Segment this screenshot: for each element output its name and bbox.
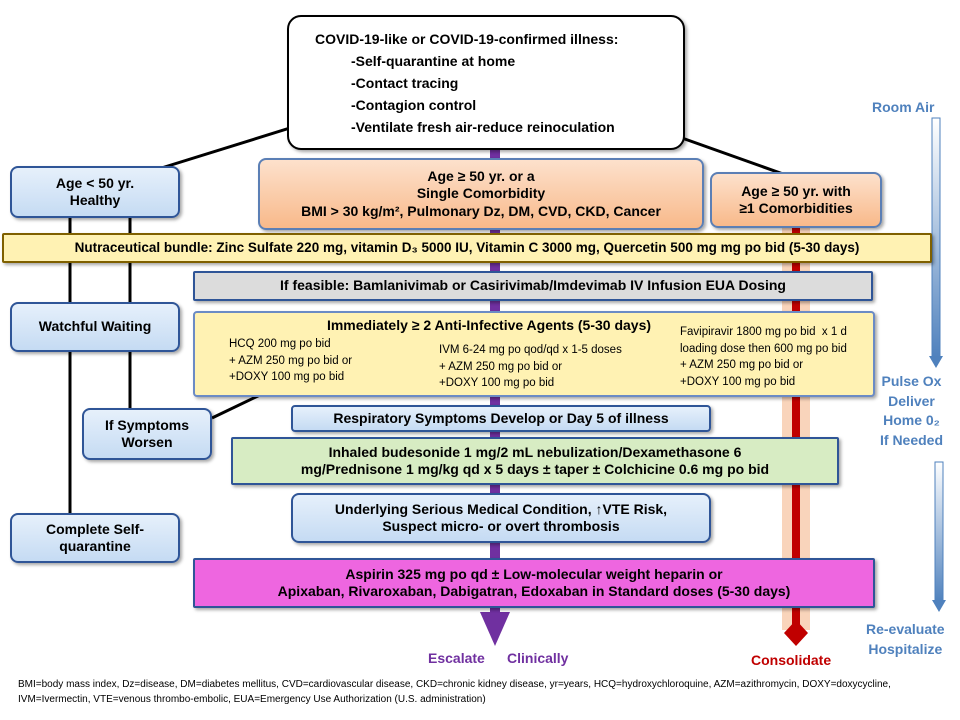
complete-self-quarantine-label: Complete Self- quarantine — [45, 520, 144, 555]
consolidate-label: Consolidate — [751, 652, 832, 668]
inhaled-steroid-label: Inhaled budesonide 1 mg/2 mL nebulizatio… — [300, 443, 770, 478]
anti-infective-box: Immediately ≥ 2 Anti-Infective Agents (5… — [193, 311, 875, 397]
reevaluate-label: Re-evaluate Hospitalize — [866, 621, 945, 657]
consolidate-arrow-head — [784, 620, 808, 646]
age-50-single-line1: Age ≥ 50 yr. or a — [427, 167, 535, 184]
nutraceutical-bundle-box: Nutraceutical bundle: Zinc Sulfate 220 m… — [2, 233, 932, 263]
room-air-arrow-head — [929, 356, 943, 368]
pulse-ox-label: Pulse Ox Deliver Home 0₂ If Needed — [880, 373, 944, 448]
initial-illness-item: -Contagion control — [351, 96, 477, 113]
age-50-single-line3: BMI > 30 kg/m², Pulmonary Dz, DM, CVD, C… — [301, 202, 661, 219]
escalate-arrow-head — [480, 612, 510, 646]
watchful-waiting-label: Watchful Waiting — [38, 318, 152, 335]
if-symptoms-worsen-label: If Symptoms Worsen — [104, 416, 189, 451]
favipiravir-regimen: Favipiravir 1800 mg po bid x 1 d loading… — [680, 326, 847, 389]
anticoagulation-box: Aspirin 325 mg po qd ± Low-molecular wei… — [193, 558, 875, 608]
initial-illness-heading: COVID-19-like or COVID-19-confirmed illn… — [315, 30, 619, 47]
initial-illness-item: -Contact tracing — [351, 74, 459, 91]
age-50-multi-comorbidity-box: Age ≥ 50 yr. with ≥1 Comorbidities — [710, 172, 882, 228]
abbreviation-footnote: BMI=body mass index, Dz=disease, DM=diab… — [18, 679, 891, 705]
age-under-50-box: Age < 50 yr. Healthy — [10, 166, 180, 218]
room-air-arrow-shaft — [931, 117, 941, 359]
if-symptoms-worsen-box: If Symptoms Worsen — [82, 408, 212, 460]
pulse-ox-arrow-head — [932, 600, 946, 612]
pulse-ox-arrow-shaft — [934, 461, 944, 603]
anti-infective-heading: Immediately ≥ 2 Anti-Infective Agents (5… — [326, 317, 652, 333]
age-50-multi-label: Age ≥ 50 yr. with ≥1 Comorbidities — [739, 182, 853, 217]
respiratory-symptoms-label: Respiratory Symptoms Develop or Day 5 of… — [333, 409, 669, 426]
respiratory-symptoms-box: Respiratory Symptoms Develop or Day 5 of… — [291, 405, 711, 432]
age-50-single-line2: Single Comorbidity — [416, 185, 546, 202]
underlying-condition-label: Underlying Serious Medical Condition, ↑V… — [334, 500, 668, 535]
underlying-condition-box: Underlying Serious Medical Condition, ↑V… — [291, 493, 711, 543]
escalate-label: Escalate — [428, 650, 485, 666]
clinically-label: Clinically — [507, 650, 569, 666]
room-air-label: Room Air — [872, 99, 935, 115]
ivm-regimen: IVM 6-24 mg po qod/qd x 1-5 doses + AZM … — [439, 344, 622, 390]
watchful-waiting-box: Watchful Waiting — [10, 302, 180, 352]
initial-illness-item: -Ventilate fresh air-reduce reinoculatio… — [351, 118, 615, 135]
monoclonal-antibody-box: If feasible: Bamlanivimab or Casirivimab… — [193, 271, 873, 301]
age-50-single-comorbidity-box: Age ≥ 50 yr. or a Single Comorbidity BMI… — [258, 158, 704, 230]
connector-line-symptoms — [211, 393, 261, 420]
age-under-50-label: Age < 50 yr. Healthy — [55, 174, 135, 209]
connector-line-left — [154, 126, 291, 172]
monoclonal-antibody-label: If feasible: Bamlanivimab or Casirivimab… — [280, 277, 786, 294]
nutraceutical-bundle-label: Nutraceutical bundle: Zinc Sulfate 220 m… — [74, 239, 860, 255]
hcq-regimen: HCQ 200 mg po bid + AZM 250 mg po bid or… — [229, 338, 353, 384]
anticoagulation-label: Aspirin 325 mg po qd ± Low-molecular wei… — [277, 565, 791, 600]
initial-illness-box: COVID-19-like or COVID-19-confirmed illn… — [287, 15, 685, 150]
initial-illness-item: -Self-quarantine at home — [351, 52, 516, 69]
consolidate-arrow-shaft — [792, 215, 800, 630]
inhaled-steroid-box: Inhaled budesonide 1 mg/2 mL nebulizatio… — [231, 437, 839, 485]
complete-self-quarantine-box: Complete Self- quarantine — [10, 513, 180, 563]
